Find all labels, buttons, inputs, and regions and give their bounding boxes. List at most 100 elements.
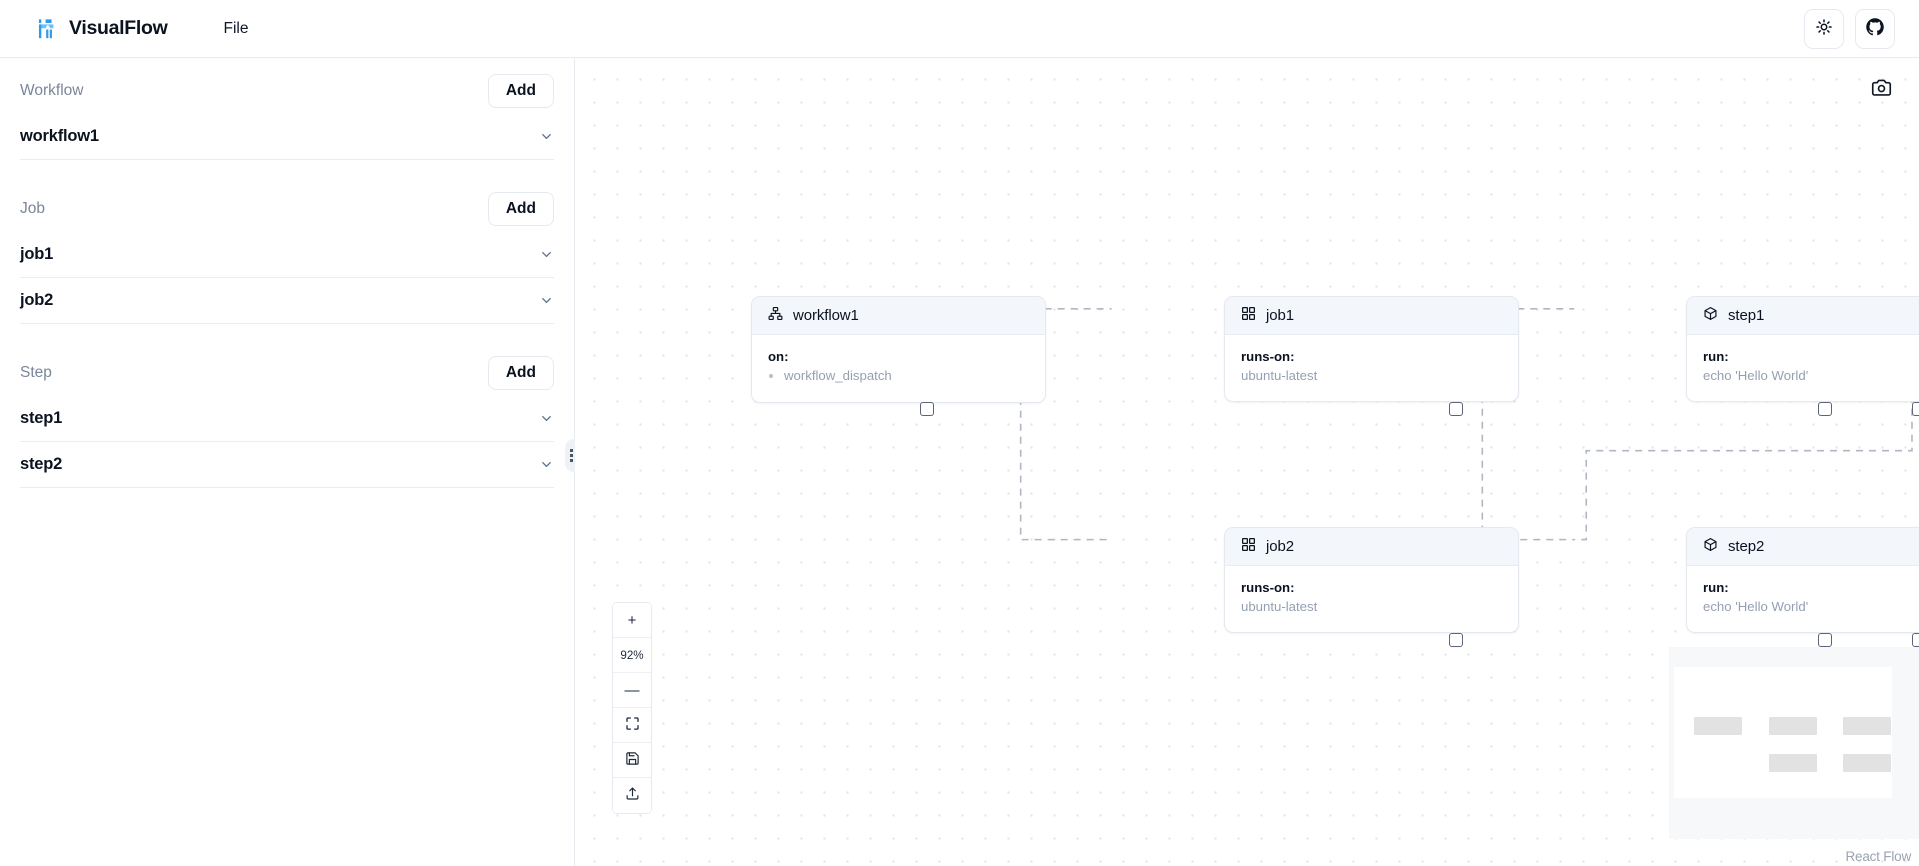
- handle-step2-target[interactable]: [1912, 633, 1919, 647]
- node-key: run:: [1703, 580, 1729, 595]
- node-workflow1[interactable]: workflow1 on: workflow_dispatch: [751, 296, 1046, 403]
- node-header: job1: [1225, 297, 1518, 335]
- handle-step1-target[interactable]: [1912, 402, 1919, 416]
- upload-icon: [625, 786, 640, 805]
- sun-icon: [1815, 18, 1833, 39]
- zoom-level-display: 92%: [613, 638, 651, 673]
- chevron-down-icon[interactable]: [539, 293, 554, 308]
- handle-job2-source[interactable]: [1818, 633, 1832, 647]
- node-key: runs-on:: [1241, 580, 1295, 595]
- header-actions: [1804, 8, 1895, 49]
- node-title: step1: [1728, 307, 1765, 324]
- chevron-down-icon[interactable]: [539, 411, 554, 426]
- section-spacer: [20, 160, 554, 176]
- node-header: workflow1: [752, 297, 1045, 335]
- save-button[interactable]: [613, 743, 651, 778]
- sidebar-item-label: job2: [20, 291, 54, 309]
- workflow-logo-icon: [36, 18, 58, 40]
- sidebar-section-workflow-header: Workflow Add: [20, 58, 554, 114]
- node-header: step2: [1687, 528, 1919, 566]
- minimap-node: [1769, 717, 1817, 735]
- node-body: runs-on: ubuntu-latest: [1225, 335, 1518, 401]
- node-body: run: echo 'Hello World': [1687, 566, 1919, 632]
- node-key: on:: [768, 349, 789, 364]
- cube-icon: [1703, 306, 1718, 326]
- node-value: ubuntu-latest: [1241, 368, 1318, 384]
- node-list: workflow_dispatch: [768, 366, 1029, 386]
- node-step2[interactable]: step2 run: echo 'Hello World': [1686, 527, 1919, 634]
- add-job-button[interactable]: Add: [487, 192, 554, 226]
- node-job1[interactable]: job1 runs-on: ubuntu-latest: [1224, 296, 1519, 403]
- app-body: Workflow Add workflow1 Job Add job1: [0, 58, 1919, 866]
- screenshot-button[interactable]: [1867, 76, 1895, 104]
- sidebar-item-label: workflow1: [20, 127, 99, 145]
- minimap-node: [1769, 754, 1817, 772]
- node-step1[interactable]: step1 run: echo 'Hello World': [1686, 296, 1919, 403]
- node-title: job1: [1266, 307, 1294, 324]
- theme-toggle-button[interactable]: [1804, 8, 1844, 49]
- sidebar-item-label: step2: [20, 455, 63, 473]
- github-icon: [1865, 17, 1885, 40]
- handle-job2-target[interactable]: [1449, 633, 1463, 647]
- add-workflow-button[interactable]: Add: [487, 74, 554, 108]
- github-button[interactable]: [1855, 8, 1895, 49]
- node-value: echo 'Hello World': [1703, 599, 1809, 615]
- node-job2[interactable]: job2 runs-on: ubuntu-latest: [1224, 527, 1519, 634]
- minimap-node: [1843, 717, 1891, 735]
- node-header: step1: [1687, 297, 1919, 335]
- section-spacer: [20, 324, 554, 340]
- sidebar-item-step2[interactable]: step2: [20, 442, 554, 488]
- node-title: job2: [1266, 538, 1294, 555]
- main-menu: File: [214, 14, 259, 44]
- node-title: step2: [1728, 538, 1765, 555]
- menu-item-file[interactable]: File: [214, 14, 259, 44]
- chevron-down-icon[interactable]: [539, 129, 554, 144]
- handle-job1-source[interactable]: [1818, 402, 1832, 416]
- add-step-button[interactable]: Add: [487, 356, 554, 390]
- minimap[interactable]: [1669, 647, 1919, 839]
- sidebar-section-step-header: Step Add: [20, 340, 554, 396]
- fit-view-button[interactable]: [613, 708, 651, 743]
- camera-icon: [1871, 77, 1892, 103]
- chevron-down-icon[interactable]: [539, 457, 554, 472]
- node-body: runs-on: ubuntu-latest: [1225, 566, 1518, 632]
- cube-icon: [1703, 537, 1718, 557]
- node-list-item: workflow_dispatch: [784, 366, 1029, 386]
- node-body: run: echo 'Hello World': [1687, 335, 1919, 401]
- node-key: run:: [1703, 349, 1729, 364]
- flow-canvas[interactable]: workflow1 on: workflow_dispatch: [575, 58, 1919, 866]
- zoom-in-button[interactable]: +: [613, 603, 651, 638]
- sidebar-item-job2[interactable]: job2: [20, 278, 554, 324]
- node-header: job2: [1225, 528, 1518, 566]
- sidebar-item-label: job1: [20, 245, 54, 263]
- minimap-node: [1694, 717, 1742, 735]
- node-value: echo 'Hello World': [1703, 368, 1809, 384]
- node-title: workflow1: [793, 307, 859, 324]
- sidebar-item-workflow1[interactable]: workflow1: [20, 114, 554, 160]
- sidebar-section-title-job: Job: [20, 200, 45, 217]
- handle-job1-target[interactable]: [1449, 402, 1463, 416]
- fit-view-icon: [625, 716, 640, 735]
- sidebar-section-title-workflow: Workflow: [20, 82, 84, 99]
- sidebar-item-job1[interactable]: job1: [20, 232, 554, 278]
- zoom-out-button[interactable]: —: [613, 673, 651, 708]
- node-key: runs-on:: [1241, 349, 1295, 364]
- node-body: on: workflow_dispatch: [752, 335, 1045, 402]
- sidebar-section-title-step: Step: [20, 364, 52, 381]
- react-flow-attribution[interactable]: React Flow: [1845, 849, 1911, 864]
- handle-workflow1-source[interactable]: [920, 402, 934, 416]
- sidebar-item-step1[interactable]: step1: [20, 396, 554, 442]
- hierarchy-icon: [768, 306, 783, 326]
- export-button[interactable]: [613, 778, 651, 813]
- sidebar-section-job-header: Job Add: [20, 176, 554, 232]
- chevron-down-icon[interactable]: [539, 247, 554, 262]
- app-header: VisualFlow File: [0, 0, 1919, 58]
- floppy-disk-icon: [625, 751, 640, 770]
- sidebar-item-label: step1: [20, 409, 63, 427]
- node-value: ubuntu-latest: [1241, 599, 1318, 615]
- minimap-node: [1843, 754, 1891, 772]
- grid-squares-icon: [1241, 537, 1256, 557]
- brand: VisualFlow: [36, 17, 168, 40]
- flow-controls: + 92% —: [612, 602, 652, 814]
